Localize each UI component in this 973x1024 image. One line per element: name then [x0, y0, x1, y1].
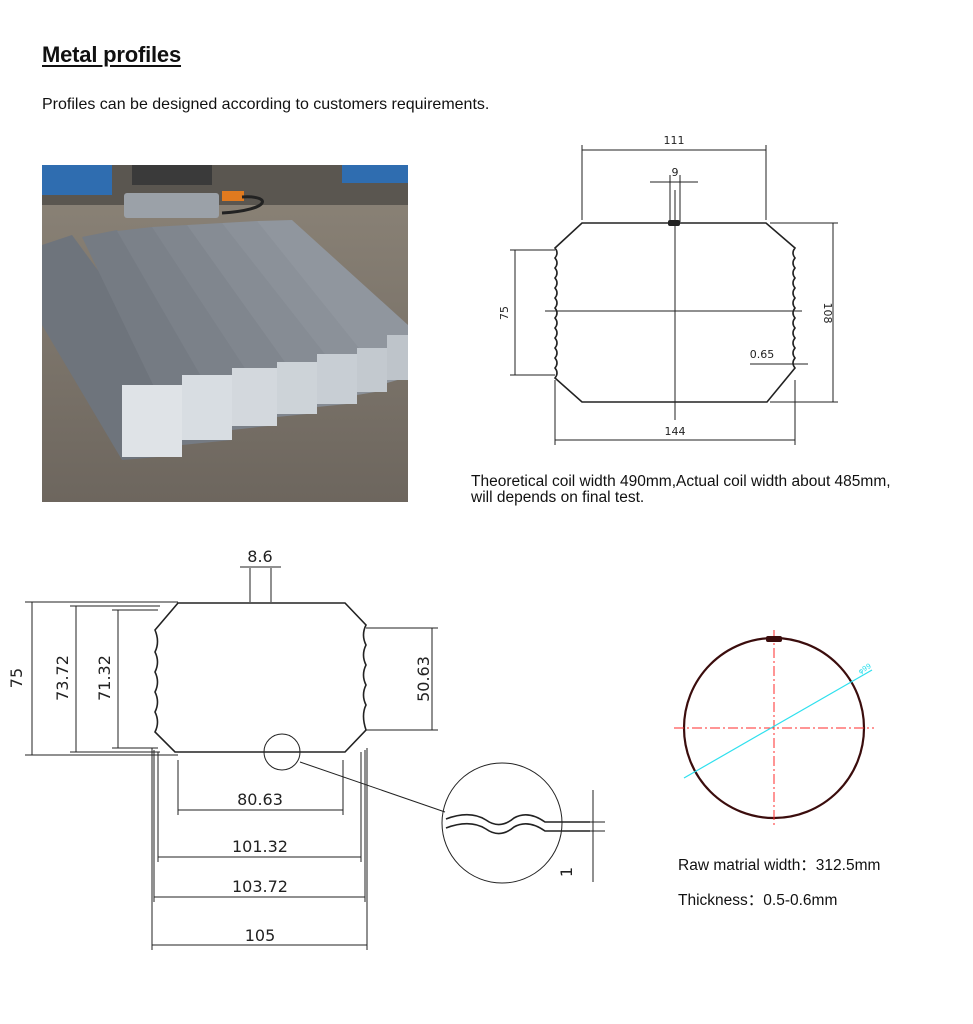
dim2-width-1: 101.32: [232, 837, 288, 856]
dim2-bottom-inner: 80.63: [237, 790, 283, 809]
thickness-spec: Thickness：0.5-0.6mm: [678, 892, 838, 909]
raw-material-width: Raw matrial width：312.5mm: [678, 857, 881, 874]
diameter-line: [683, 669, 873, 779]
profile-drawing-1: 111 9 75 108 0.65 144: [498, 134, 838, 445]
profile-outline-1: [553, 222, 797, 403]
dim2-width-2: 103.72: [232, 877, 288, 896]
page-subtitle: Profiles can be designed according to cu…: [42, 96, 490, 113]
dim2-width-3: 105: [245, 926, 276, 945]
page-title: Metal profiles: [42, 42, 182, 67]
dim2-seam-width: 8.6: [247, 547, 272, 566]
dim2-height-inner: 71.32: [95, 655, 114, 701]
profile-outline-2: [154, 602, 367, 753]
product-photo: [42, 165, 408, 502]
pipes: [42, 220, 408, 460]
dim2-height-mid: 73.72: [53, 655, 72, 701]
coil-width-note: Theoretical coil width 490mm,Actual coil…: [471, 474, 951, 506]
dim-bottom-width: 144: [665, 425, 686, 438]
profile-drawing-2: 8.6 75 73.72 71.32 50.63 80.63 101.32 10…: [7, 547, 605, 950]
coil-diagram: φ99: [674, 630, 874, 825]
dim2-side-height: 50.63: [414, 656, 433, 702]
dim-seam-width: 9: [672, 166, 679, 179]
coil-note-line-1: Theoretical coil width 490mm,Actual coil…: [471, 473, 891, 490]
dim-top-width: 111: [664, 134, 685, 147]
dim2-height-outer: 75: [7, 668, 26, 688]
dim-total-height: 108: [821, 303, 834, 324]
dim-side-height: 75: [498, 306, 511, 320]
dim-thickness: 0.65: [750, 348, 775, 361]
dim2-thickness: 1: [557, 867, 576, 877]
coil-note-line-2: will depends on final test.: [471, 489, 645, 506]
